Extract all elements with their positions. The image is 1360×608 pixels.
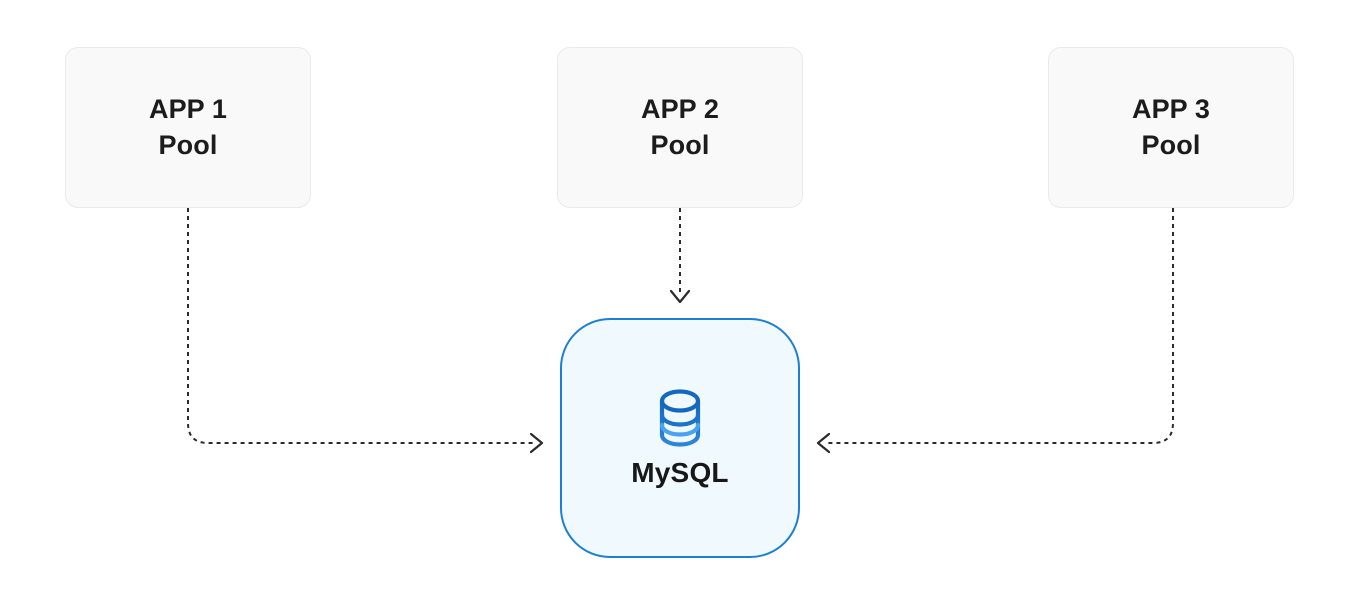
node-app2-title: APP 2	[640, 93, 720, 124]
connector-app2-to-database	[669, 208, 691, 304]
node-app1-pool[interactable]: APP 1 Pool	[65, 47, 311, 208]
node-app1-subtitle: Pool	[158, 129, 218, 160]
node-app2-subtitle: Pool	[650, 129, 710, 160]
chevron-left-icon	[816, 432, 831, 454]
connector-app1-to-database	[187, 208, 544, 454]
node-mysql-database[interactable]: MySQL	[560, 318, 800, 558]
chevron-down-icon	[669, 289, 691, 304]
node-mysql-label: MySQL	[631, 457, 729, 488]
node-app3-title: APP 3	[1131, 93, 1211, 124]
node-app3-subtitle: Pool	[1141, 129, 1201, 160]
database-cylinder-icon	[659, 389, 701, 447]
node-app3-pool[interactable]: APP 3 Pool	[1048, 47, 1294, 208]
connector-app3-to-database	[816, 208, 1174, 454]
chevron-right-icon	[529, 432, 544, 454]
node-app2-pool[interactable]: APP 2 Pool	[557, 47, 803, 208]
node-app1-title: APP 1	[148, 93, 228, 124]
connector-app1-path	[187, 208, 534, 444]
connector-app3-path	[826, 208, 1174, 444]
